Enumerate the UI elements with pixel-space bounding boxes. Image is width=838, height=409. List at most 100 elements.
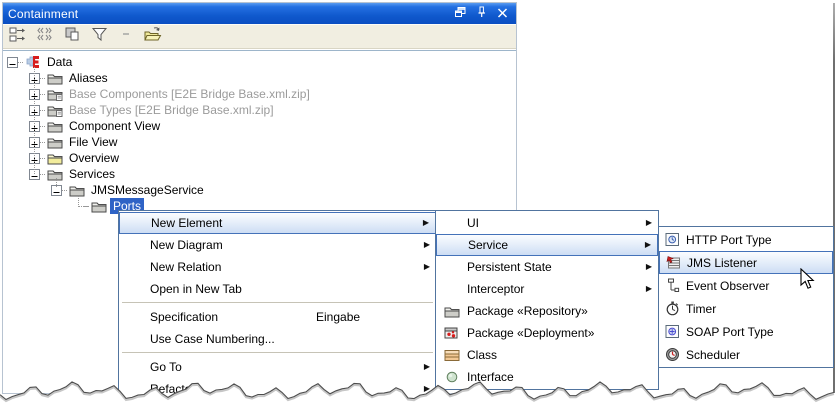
collapse-minus-icon[interactable] bbox=[7, 56, 18, 68]
pin-button[interactable] bbox=[473, 6, 490, 21]
http-port-type-icon bbox=[659, 232, 686, 247]
menu-item-label: Service bbox=[468, 238, 509, 252]
menu-item-label: Interface bbox=[467, 370, 514, 384]
menu-item-label: Use Case Numbering... bbox=[150, 332, 275, 346]
menu-item-jms-listener[interactable]: JMS Listener bbox=[659, 251, 833, 274]
tree-row-component[interactable]: Component View bbox=[3, 118, 516, 134]
tree-item-label[interactable]: Services bbox=[69, 167, 116, 181]
screenshot-right-edge bbox=[833, 3, 835, 393]
menu-item-new-element[interactable]: New Element▶ bbox=[119, 212, 436, 234]
folder-gray bbox=[90, 199, 107, 213]
package-folder-icon bbox=[436, 305, 467, 318]
tree-item-label[interactable]: Data bbox=[47, 55, 73, 69]
tree-row-file[interactable]: File View bbox=[3, 134, 516, 150]
interface-icon bbox=[436, 370, 467, 384]
submenu-arrow-icon: ▶ bbox=[423, 384, 430, 393]
folder-yellow bbox=[46, 151, 63, 165]
folder-gray bbox=[46, 71, 63, 85]
event-observer-icon bbox=[659, 278, 686, 293]
tree-item-label[interactable]: Aliases bbox=[69, 71, 108, 85]
tree-row-aliases[interactable]: Aliases bbox=[3, 70, 516, 86]
menu-item-event-observer[interactable]: Event Observer bbox=[659, 274, 833, 297]
tree-item-label[interactable]: Base Types [E2E Bridge Base.xml.zip] bbox=[69, 103, 274, 117]
tree-item-label[interactable]: File View bbox=[69, 135, 118, 149]
folder-gray bbox=[46, 119, 63, 133]
tree-row-base[interactable]: Base Components [E2E Bridge Base.xml.zip… bbox=[3, 86, 516, 102]
tree-row-overview[interactable]: Overview bbox=[3, 150, 516, 166]
menu-item-label: Go To bbox=[150, 360, 182, 374]
close-button[interactable] bbox=[494, 6, 511, 21]
submenu-arrow-icon: ▶ bbox=[645, 218, 652, 227]
submenu-arrow-icon: ▶ bbox=[423, 362, 430, 371]
menu-item-package-deployment[interactable]: Package «Deployment» bbox=[436, 322, 658, 344]
menu-item-interface[interactable]: Interface bbox=[436, 366, 658, 388]
menu-item-label: New Element bbox=[151, 216, 223, 230]
tree-dotted-stub bbox=[40, 93, 45, 95]
tree-row-data[interactable]: Data bbox=[3, 54, 516, 70]
submenu-arrow-icon: ▶ bbox=[645, 284, 652, 293]
close-icon bbox=[497, 7, 508, 21]
tree-row-jmsmessageservice[interactable]: JMSMessageService bbox=[3, 182, 516, 198]
submenu-arrow-icon: ▶ bbox=[644, 240, 651, 249]
soap-port-type-icon bbox=[659, 324, 686, 339]
menu-item-label: HTTP Port Type bbox=[686, 232, 772, 247]
panel-title: Containment bbox=[8, 6, 79, 21]
tree-branch-line bbox=[78, 196, 79, 205]
tree-item-label[interactable]: Overview bbox=[69, 151, 120, 165]
menu-item-go-to[interactable]: Go To ▶ bbox=[119, 356, 436, 378]
menu-item-new-diagram[interactable]: New Diagram▶ bbox=[119, 234, 436, 256]
menu-item-new-relation[interactable]: New Relation▶ bbox=[119, 256, 436, 278]
class-icon bbox=[436, 349, 467, 362]
copy-structure-button[interactable] bbox=[62, 27, 82, 47]
tree-row-base[interactable]: Base Types [E2E Bridge Base.xml.zip] bbox=[3, 102, 516, 118]
menu-item-label: Timer bbox=[686, 301, 717, 316]
open-folder-button[interactable] bbox=[143, 26, 163, 47]
menu-item-service[interactable]: Service ▶ bbox=[436, 234, 658, 256]
menu-item-label: Refactor bbox=[150, 382, 196, 396]
jms-listener-icon bbox=[660, 255, 687, 270]
separator-dash bbox=[122, 26, 130, 47]
tree-dotted-stub bbox=[40, 109, 45, 111]
menu-item-persistent-state[interactable]: Persistent State▶ bbox=[436, 256, 658, 278]
pin-icon bbox=[476, 6, 487, 21]
tree-item-label[interactable]: Base Components [E2E Bridge Base.xml.zip… bbox=[69, 87, 310, 101]
tree-item-label[interactable]: JMSMessageService bbox=[91, 183, 204, 197]
tree-dotted-stub bbox=[18, 61, 23, 63]
folder-gray-badge bbox=[46, 103, 63, 117]
tree-item-label[interactable]: Component View bbox=[69, 119, 161, 133]
folder-gray-badge bbox=[46, 87, 63, 101]
menu-item-label: JMS Listener bbox=[687, 255, 758, 270]
menu-item-refactor[interactable]: Refactor ▶ bbox=[119, 378, 436, 400]
float-button[interactable] bbox=[452, 6, 469, 21]
menu-item-use-case-numbering[interactable]: Use Case Numbering... bbox=[119, 328, 436, 350]
menu-item-shortcut: Eingabe bbox=[316, 310, 361, 324]
menu-item-http-port-type[interactable]: HTTP Port Type bbox=[659, 228, 833, 251]
tree-row-services[interactable]: Services bbox=[3, 166, 516, 182]
tree-dotted-stub bbox=[40, 77, 45, 79]
menu-separator bbox=[122, 302, 433, 303]
package-deployment-icon bbox=[436, 326, 467, 340]
menu-item-timer[interactable]: Timer bbox=[659, 297, 833, 320]
expand-structure-button[interactable] bbox=[8, 27, 28, 47]
copy-structure-icon bbox=[64, 26, 81, 47]
menu-item-class[interactable]: Class bbox=[436, 344, 658, 366]
folder-gray bbox=[46, 135, 63, 149]
collapse-chevrons-button[interactable] bbox=[35, 27, 55, 47]
filter-icon bbox=[91, 26, 108, 47]
filter-button[interactable] bbox=[89, 27, 109, 47]
toolbar-separator bbox=[116, 27, 136, 47]
tree-branch-line bbox=[56, 178, 57, 187]
menu-item-scheduler[interactable]: Scheduler bbox=[659, 343, 833, 366]
menu-item-label: Package «Repository» bbox=[467, 304, 588, 318]
menu-item-label: Scheduler bbox=[686, 347, 741, 362]
menu-item-open-in-new-tab[interactable]: Open in New Tab bbox=[119, 278, 436, 300]
menu-item-interceptor[interactable]: Interceptor▶ bbox=[436, 278, 658, 300]
panel-titlebar[interactable]: Containment bbox=[3, 3, 516, 24]
menu-item-label: Open in New Tab bbox=[150, 282, 242, 296]
menu-item-soap-port-type[interactable]: SOAP Port Type bbox=[659, 320, 833, 343]
menu-item-package-repository[interactable]: Package «Repository» bbox=[436, 300, 658, 322]
folder-gray bbox=[68, 183, 85, 197]
menu-item-ui[interactable]: UI▶ bbox=[436, 212, 658, 234]
